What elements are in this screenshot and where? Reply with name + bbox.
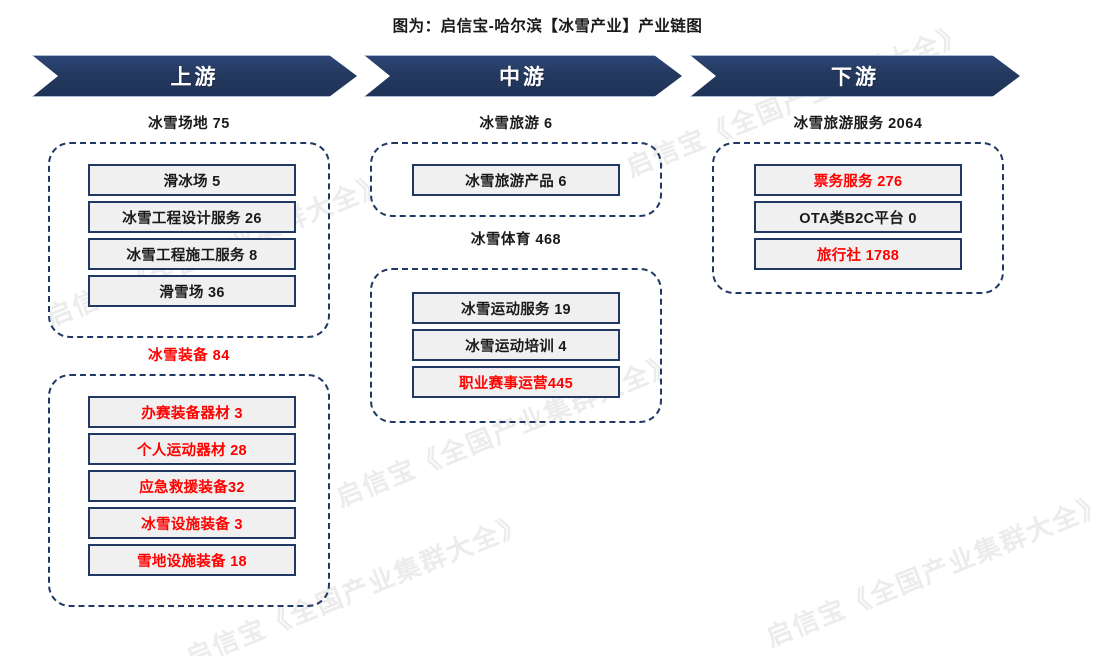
node-list: 冰雪旅游产品 6	[412, 164, 620, 196]
node-item[interactable]: 冰雪旅游产品 6	[412, 164, 620, 196]
page-title: 图为：启信宝-哈尔滨【冰雪产业】产业链图	[392, 18, 703, 35]
node-item[interactable]: 办赛装备器材 3	[88, 396, 296, 428]
node-item[interactable]: 冰雪设施装备 3	[88, 507, 296, 539]
node-item[interactable]: 冰雪工程施工服务 8	[88, 238, 296, 270]
node-list: 票务服务 276 OTA类B2C平台 0 旅行社 1788	[754, 164, 962, 270]
stage-banner-label: 上游	[170, 66, 219, 89]
group-title: 冰雪场地 75	[148, 116, 230, 132]
node-item[interactable]: 应急救援装备32	[88, 470, 296, 502]
node-item[interactable]: 个人运动器材 28	[88, 433, 296, 465]
node-item[interactable]: 冰雪运动培训 4	[412, 329, 620, 361]
group-container	[370, 268, 662, 423]
stage-banner-upstream[interactable]: 上游	[32, 55, 357, 97]
node-item[interactable]: 冰雪运动服务 19	[412, 292, 620, 324]
stage-banner-label: 下游	[831, 66, 879, 89]
node-item[interactable]: 职业赛事运营445	[412, 366, 620, 398]
node-item[interactable]: 冰雪工程设计服务 26	[88, 201, 296, 233]
watermark: 启信宝《全国产业集群大全》	[761, 488, 1095, 653]
node-item[interactable]: 票务服务 276	[754, 164, 962, 196]
node-item[interactable]: OTA类B2C平台 0	[754, 201, 962, 233]
node-item[interactable]: 旅行社 1788	[754, 238, 962, 270]
node-list: 冰雪运动服务 19 冰雪运动培训 4 职业赛事运营445	[412, 292, 620, 398]
group-title: 冰雪体育 468	[470, 232, 562, 248]
node-list: 办赛装备器材 3 个人运动器材 28 应急救援装备32 冰雪设施装备 3 雪地设…	[88, 396, 296, 576]
group-container	[370, 142, 662, 217]
node-item[interactable]: 滑冰场 5	[88, 164, 296, 196]
node-item[interactable]: 滑雪场 36	[88, 275, 296, 307]
stage-banner-label: 中游	[499, 66, 547, 89]
stage-banner-midstream[interactable]: 中游	[364, 55, 682, 97]
group-container	[48, 374, 330, 607]
stage-banner-downstream[interactable]: 下游	[690, 55, 1020, 97]
group-title: 冰雪装备 84	[148, 348, 230, 364]
group-container	[712, 142, 1004, 294]
node-item[interactable]: 雪地设施装备 18	[88, 544, 296, 576]
group-title: 冰雪旅游服务 2064	[793, 116, 923, 132]
group-title: 冰雪旅游 6	[479, 116, 553, 132]
node-list: 滑冰场 5 冰雪工程设计服务 26 冰雪工程施工服务 8 滑雪场 36	[88, 164, 296, 307]
group-container	[48, 142, 330, 338]
